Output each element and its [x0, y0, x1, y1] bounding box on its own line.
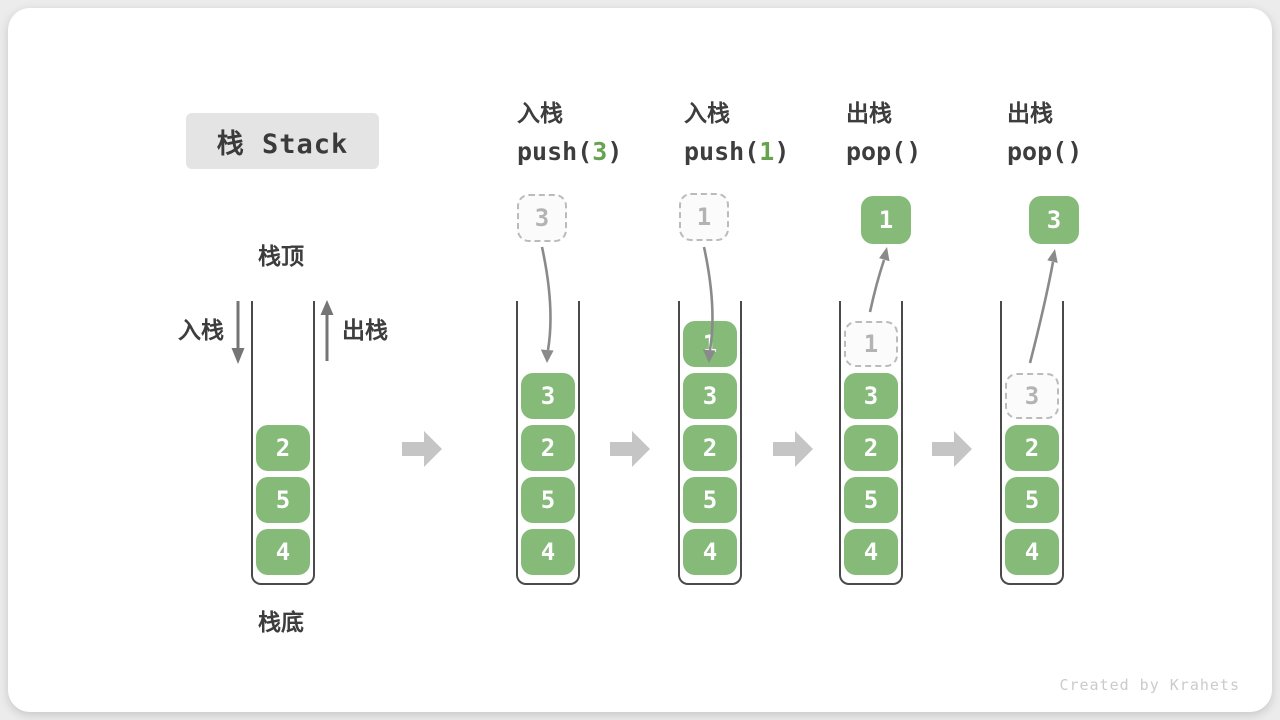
stack-well-pop-3: 3 2 5 4	[1000, 301, 1064, 585]
stack-cell: 5	[521, 477, 575, 523]
block-arrow-right-icon	[402, 431, 442, 467]
header-pop-3: 出栈 pop()	[1007, 101, 1167, 166]
header-push-3: 入栈 push(3)	[517, 101, 677, 166]
block-arrow-right-icon	[773, 431, 813, 467]
push-flow-arrow-icon	[540, 246, 554, 363]
stack-cell: 2	[683, 425, 737, 471]
stack-cell: 5	[683, 477, 737, 523]
stack-cell: 4	[1005, 529, 1059, 575]
stack-cell: 3	[683, 373, 737, 419]
stack-cell: 2	[1005, 425, 1059, 471]
pop-flow-arrow-icon	[1028, 249, 1058, 364]
op-label: 出栈	[846, 101, 892, 127]
op-label: 出栈	[1007, 101, 1053, 127]
stack-cell: 3	[844, 373, 898, 419]
push-flow-arrow-icon	[702, 246, 716, 363]
code-label: push(1)	[684, 137, 790, 166]
block-arrow-right-icon	[932, 431, 972, 467]
pop-side-label: 出栈	[342, 318, 388, 344]
diagram-title: 栈 Stack	[186, 113, 379, 169]
code-label: pop()	[1007, 137, 1083, 166]
stack-cell: 5	[1005, 477, 1059, 523]
stack-cell: 3	[521, 373, 575, 419]
credit-text: Created by Krahets	[1059, 676, 1240, 694]
stack-cell: 2	[521, 425, 575, 471]
stack-well-initial: 2 5 4	[251, 301, 315, 585]
op-label: 入栈	[684, 101, 730, 127]
code-arg: 1	[759, 137, 775, 166]
code-arg: 3	[592, 137, 608, 166]
stack-cell-ghost: 1	[844, 321, 898, 367]
stack-cell: 4	[683, 529, 737, 575]
push-side-label: 入栈	[178, 318, 224, 344]
stack-cell: 5	[256, 477, 310, 523]
incoming-box-1: 1	[679, 193, 729, 241]
block-arrow-right-icon	[610, 431, 650, 467]
op-label: 入栈	[517, 101, 563, 127]
stack-cell: 2	[844, 425, 898, 471]
stack-cell: 4	[256, 529, 310, 575]
down-arrow-icon	[231, 301, 245, 364]
popped-box-3: 3	[1029, 196, 1079, 244]
stack-top-label: 栈顶	[258, 244, 304, 270]
stack-cell: 4	[844, 529, 898, 575]
up-arrow-icon	[320, 300, 334, 361]
stack-cell-ghost: 3	[1005, 373, 1059, 419]
stack-cell: 2	[256, 425, 310, 471]
stack-well-pop-1: 1 3 2 5 4	[839, 301, 903, 585]
code-label: push(3)	[517, 137, 623, 166]
code-label: pop()	[846, 137, 922, 166]
pop-flow-arrow-icon	[868, 247, 890, 313]
header-push-1: 入栈 push(1)	[684, 101, 844, 166]
stack-cell: 4	[521, 529, 575, 575]
stack-cell: 5	[844, 477, 898, 523]
popped-box-1: 1	[861, 196, 911, 244]
stack-bottom-label: 栈底	[258, 610, 304, 636]
incoming-box-3: 3	[517, 194, 567, 242]
header-pop-1: 出栈 pop()	[846, 101, 1006, 166]
